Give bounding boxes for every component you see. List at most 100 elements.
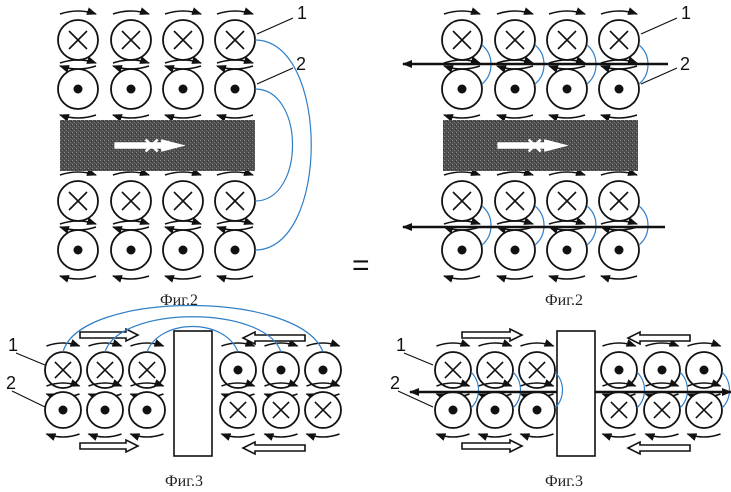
fig3-left-conductor-bottom-c2-field-arcs — [87, 379, 123, 441]
fig3-right-conductor-top-c5-arc-top — [645, 339, 680, 347]
fig3-right-conductor-bottom-c4-field-arcs — [601, 379, 637, 441]
fig2-right-conductor-r3c3-arc-top — [548, 168, 586, 176]
fig2-right-conductor-r3c2-arc-top — [496, 168, 534, 176]
fig2-left-conductor-r2c4-arc-top — [216, 56, 254, 64]
fig3-left-conductor-bottom-c1-arc-top — [46, 379, 81, 387]
fig2-right-conductor-r4c1-dot-icon — [457, 245, 467, 255]
fig2-right-conductor-r2c2-arc-top — [496, 56, 534, 64]
fig2-right-label-1: 1 — [681, 3, 691, 23]
fig3-left-conductor-top-c2-arc-top — [88, 339, 123, 347]
fig3-left-conductor-bottom-c2-arc-bottom — [87, 433, 122, 441]
fig2-left-conductor-r1c3-cross-icon — [173, 30, 193, 50]
fig3-right-conductor-bottom-c4-arc-bottom — [601, 433, 636, 441]
fig3-right-conductor-bottom-c5-arc-top — [645, 379, 680, 387]
fig3-right-wire-5 — [679, 371, 689, 409]
fig2-left-conductor-r1c1-arc-top — [59, 7, 97, 15]
fig3-left-force-arrow-top-left — [79, 327, 140, 343]
fig2-left-conductor-r4c3-arc-top — [164, 217, 202, 225]
fig2-left-conductor-r2c2-arc-top — [112, 56, 150, 64]
fig3-left-conductor-top-c5-dot-icon — [276, 365, 286, 375]
fig3-left-conductor-bottom-c1-dot-icon — [58, 405, 68, 415]
fig3-right-conductor-top-c2-cross-icon — [486, 361, 504, 379]
fig2-left-conductor-r1c1-cross-icon — [68, 30, 88, 50]
fig2-left-conductor-r2c1-dot-icon — [73, 84, 83, 94]
fig2-right-conductor-r2c4-field-arcs — [600, 56, 638, 122]
fig2-left-conductor-r2c1-arc-bottom — [59, 114, 97, 122]
fig2-right-conductor-r4c2-arc-top — [496, 217, 534, 225]
fig2-left-conductor-r2c1-field-arcs — [59, 56, 97, 122]
fig3-right-conductor-top-c3-arc-top — [520, 339, 555, 347]
fig2-right-leader-1 — [640, 17, 678, 35]
fig3-left-conductor-bottom-c5-cross-icon — [272, 401, 290, 419]
fig2-left-caption: Фиг.2 — [160, 292, 198, 309]
fig2-left-conductor-r2c2-dot-icon — [126, 84, 136, 94]
fig3-left-conductor-bottom-c3-field-arcs — [129, 379, 165, 441]
fig3-right-conductor-top-c1-arc-top — [436, 339, 471, 347]
fig3-right-wire-4 — [636, 371, 646, 409]
fig2-right-conductor-r3c2-cross-icon — [505, 191, 525, 211]
fig3-left-conductor-top-c5-arc-top — [264, 339, 299, 347]
fig2-left-conductor-r2c4-dot-icon — [230, 84, 240, 94]
fig2-right-conductor-r2c1-arc-bottom — [443, 114, 481, 122]
fig2-left-wire-inner — [254, 88, 293, 202]
fig3-left-conductor-bottom-c6-arc-top — [306, 379, 341, 387]
fig2-left-label-1: 1 — [297, 3, 307, 23]
fig3-left-conductor-bottom-c6-field-arcs — [305, 379, 341, 441]
fig2-left-conductor-r4c2-dot-icon — [126, 245, 136, 255]
fig3-left-conductor-bottom-c1-arc-bottom — [45, 433, 80, 441]
fig3-right-label-1: 1 — [396, 335, 406, 355]
fig2-right-conductor-r4c4-arc-bottom — [600, 275, 638, 283]
fig2-right-wire-2-2 — [534, 205, 545, 246]
fig3-left-core — [173, 330, 213, 457]
fig3-left-conductor-top-c4-arc-top — [221, 339, 256, 347]
fig3-left-conductor-bottom-c6-cross-icon — [314, 401, 332, 419]
fig3-right-conductor-top-c4-arc-top — [602, 339, 637, 347]
fig2-left-conductor-r3c4-cross-icon — [225, 191, 245, 211]
fig3-left-conductor-bottom-c4-arc-top — [221, 379, 256, 387]
fig2-right-conductor-r4c3-dot-icon — [562, 245, 572, 255]
fig2-right-conductor-r1c4-arc-top — [600, 7, 638, 15]
fig2-left-conductor-r4c4-arc-bottom — [216, 275, 254, 283]
fig3-left-conductor-bottom-c2-dot-icon — [100, 405, 110, 415]
fig2-left-conductor-r3c3-cross-icon — [173, 191, 193, 211]
fig2-left-leader-1 — [256, 17, 294, 35]
fig3-left-conductor-top-c3-arc-top — [130, 339, 165, 347]
fig2-right-conductor-r2c4-dot-icon — [614, 84, 624, 94]
fig2-right-conductor-r4c2-arc-bottom — [496, 275, 534, 283]
fig3-right-conductor-bottom-c3-dot-icon — [532, 405, 542, 415]
fig2-right-conductor-r3c3-cross-icon — [557, 191, 577, 211]
fig3-right-conductor-bottom-c3-arc-top — [520, 379, 555, 387]
fig3-right-conductor-bottom-c1-arc-top — [436, 379, 471, 387]
fig2-left-conductor-r4c3-arc-bottom — [164, 275, 202, 283]
fig2-right-conductor-r1c2-cross-icon — [505, 30, 525, 50]
fig2-right-conductor-r2c3-dot-icon — [562, 84, 572, 94]
fig2-right-conductor-r1c3-cross-icon — [557, 30, 577, 50]
fig3-left-conductor-bottom-c4-field-arcs — [220, 379, 256, 441]
fig3-right-wire-6 — [721, 371, 731, 409]
fig2-left-conductor-r4c3-field-arcs — [164, 217, 202, 283]
fig2-right-conductor-r1c4-cross-icon — [609, 30, 629, 50]
fig2-right-caption: Фиг.2 — [545, 292, 583, 309]
fig2-left-conductor-r4c4-field-arcs — [216, 217, 254, 283]
fig2-left-conductor-r1c3-arc-top — [164, 7, 202, 15]
fig3-right-conductor-bottom-c6-arc-bottom — [686, 433, 721, 441]
fig3-left-wire-middle — [104, 316, 282, 353]
fig2-right-conductor-r1c3-arc-top — [548, 7, 586, 15]
fig3-right-conductor-top-c6-arc-top — [687, 339, 722, 347]
fig3-left-conductor-top-c2-cross-icon — [96, 361, 114, 379]
fig3-right-caption: Фиг.3 — [545, 473, 583, 490]
fig2-left-conductor-r2c2-arc-bottom — [112, 114, 150, 122]
fig2-right-conductor-r2c3-arc-bottom — [548, 114, 586, 122]
fig3-right-wire-2 — [512, 371, 522, 409]
fig3-right-conductor-bottom-c1-arc-bottom — [435, 433, 470, 441]
fig2-right-conductor-r4c3-arc-top — [548, 217, 586, 225]
fig2-right-conductor-r2c2-dot-icon — [510, 84, 520, 94]
fig2-right-conductor-r2c1-arc-top — [443, 56, 481, 64]
fig3-left-conductor-bottom-c4-cross-icon — [229, 401, 247, 419]
fig3-left-conductor-bottom-c3-dot-icon — [142, 405, 152, 415]
fig2-left-core-cross-icon — [144, 138, 159, 153]
fig2-left-conductor-r2c3-arc-bottom — [164, 114, 202, 122]
fig3-right-conductor-top-c2-arc-top — [478, 339, 513, 347]
fig2-left-conductor-r4c1-arc-top — [59, 217, 97, 225]
